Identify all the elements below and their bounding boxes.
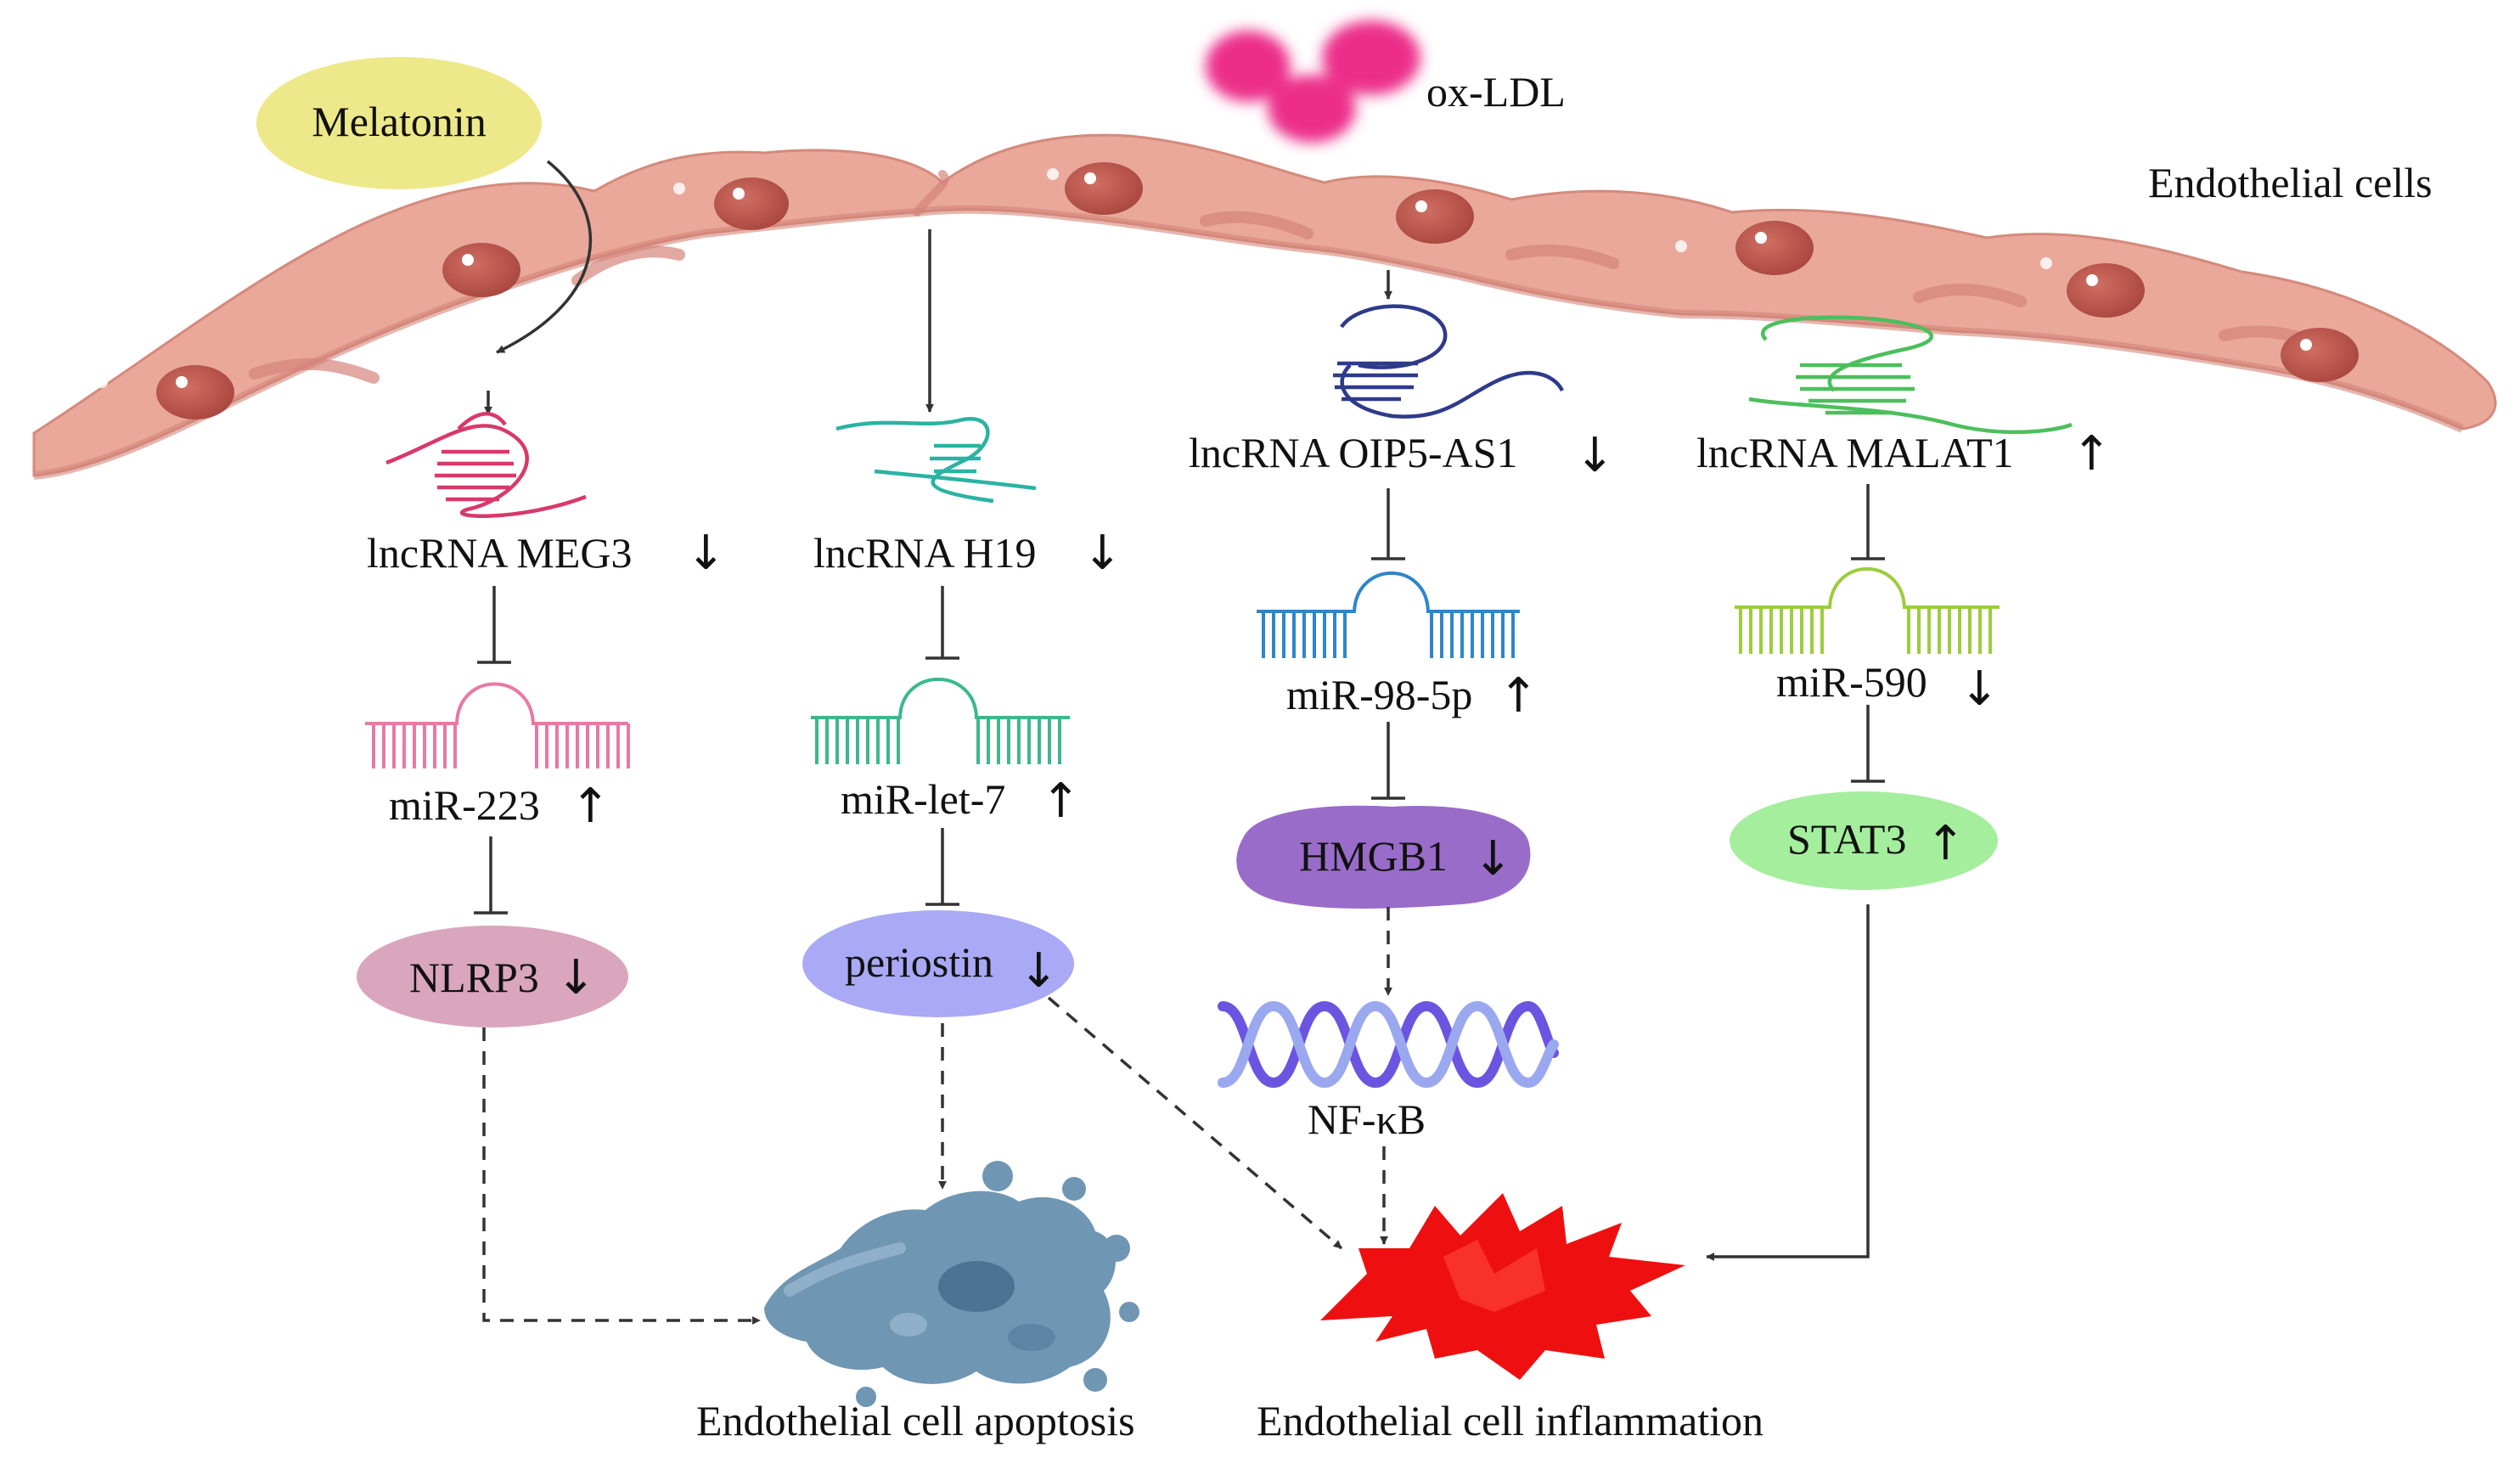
mir223-up-arrow: ↑ (571, 779, 610, 834)
nlrp3-to-apoptosis-arrow (482, 1027, 761, 1325)
nucleus-2 (442, 243, 520, 297)
mir985p-up-arrow: ↑ (1499, 668, 1538, 723)
mir223-label: miR-223 (389, 781, 540, 829)
oip5-lncrna-icon (1333, 304, 1565, 419)
mirlet7-icon (811, 678, 1070, 764)
meg3-down-arrow: ↓ (686, 526, 726, 581)
melatonin-to-meg3-arrow (496, 160, 593, 354)
oxldl-particles (1206, 20, 1420, 143)
nucleus-3 (714, 177, 789, 230)
mirlet7-inhibits-periostin (925, 828, 959, 906)
hmgb1-label: HMGB1 (1299, 832, 1448, 880)
mir590-down-arrow: ↓ (1960, 661, 2000, 717)
stat3-to-inflammation-arrow (1706, 904, 1870, 1261)
oip5-down-arrow: ↓ (1575, 428, 1615, 483)
hmgb1-node: HMGB1 ↓ (1236, 805, 1531, 909)
periostin-to-inflammation-arrow (1047, 996, 1343, 1250)
malat1-up-arrow: ↑ (2072, 426, 2112, 481)
nlrp3-label: NLRP3 (409, 954, 539, 1001)
mirlet7-up-arrow: ↑ (1041, 774, 1081, 829)
stat3-up-arrow: ↑ (1926, 816, 1966, 871)
mir590-icon (1735, 567, 2000, 654)
meg3-inhibits-mir223 (477, 586, 511, 664)
nucleus-5 (1396, 189, 1474, 244)
periostin-node: periostin ↓ (802, 910, 1074, 1017)
meg3-lncrna-icon (385, 412, 587, 518)
h19-inhibits-mirlet7 (925, 586, 959, 660)
h19-lncrna-icon (835, 417, 1037, 504)
nlrp3-node: NLRP3 ↓ (357, 926, 628, 1027)
mir590-label: miR-590 (1776, 658, 1927, 706)
mir223-icon (365, 682, 630, 768)
malat1-label: lncRNA MALAT1 (1696, 429, 2014, 476)
mir590-inhibits-stat3 (1851, 705, 1885, 783)
nfkb-label: NF-κB (1308, 1095, 1426, 1143)
melatonin-label: Melatonin (312, 98, 487, 145)
h19-label: lncRNA H19 (813, 529, 1037, 577)
mir985p-icon (1257, 571, 1520, 658)
malat1-lncrna-icon (1748, 315, 2073, 435)
inflammation-label: Endothelial cell inflammation (1257, 1397, 1763, 1444)
apoptotic-cell-icon (764, 1161, 1139, 1407)
apoptosis-label: Endothelial cell apoptosis (696, 1397, 1135, 1444)
mir985p-inhibits-hmgb1 (1371, 722, 1405, 800)
hmgb1-down-arrow: ↓ (1473, 831, 1513, 887)
nucleus-4 (1065, 162, 1143, 215)
nfkb-dna-icon (1218, 1000, 1559, 1089)
mirlet7-label: miR-let-7 (841, 775, 1005, 823)
periostin-label: periostin (845, 938, 993, 986)
oip5-label: lncRNA OIP5-AS1 (1189, 429, 1518, 476)
endothelial-cells-label: Endothelial cells (2148, 159, 2433, 206)
endothelial-cell-layer (32, 133, 2497, 480)
oip5-inhibits-mir985p (1371, 488, 1405, 560)
nlrp3-down-arrow: ↓ (556, 950, 596, 1005)
oxldl-label: ox-LDL (1426, 68, 1566, 115)
meg3-label: lncRNA MEG3 (367, 529, 633, 577)
melatonin-node: Melatonin (256, 57, 542, 189)
h19-down-arrow: ↓ (1083, 526, 1122, 581)
stat3-label: STAT3 (1787, 815, 1906, 863)
malat1-inhibits-mir590 (1851, 484, 1885, 560)
periostin-down-arrow: ↓ (1019, 943, 1059, 999)
stat3-node: STAT3 ↑ (1730, 791, 1998, 890)
nucleus-1 (156, 365, 234, 419)
nucleus-8 (2281, 328, 2359, 382)
nucleus-6 (1735, 221, 1814, 275)
mir985p-label: miR-98-5p (1286, 671, 1472, 718)
inflammation-burst-icon (1320, 1193, 1685, 1380)
nucleus-7 (2067, 263, 2145, 318)
mir223-inhibits-nlrp3 (474, 836, 508, 915)
